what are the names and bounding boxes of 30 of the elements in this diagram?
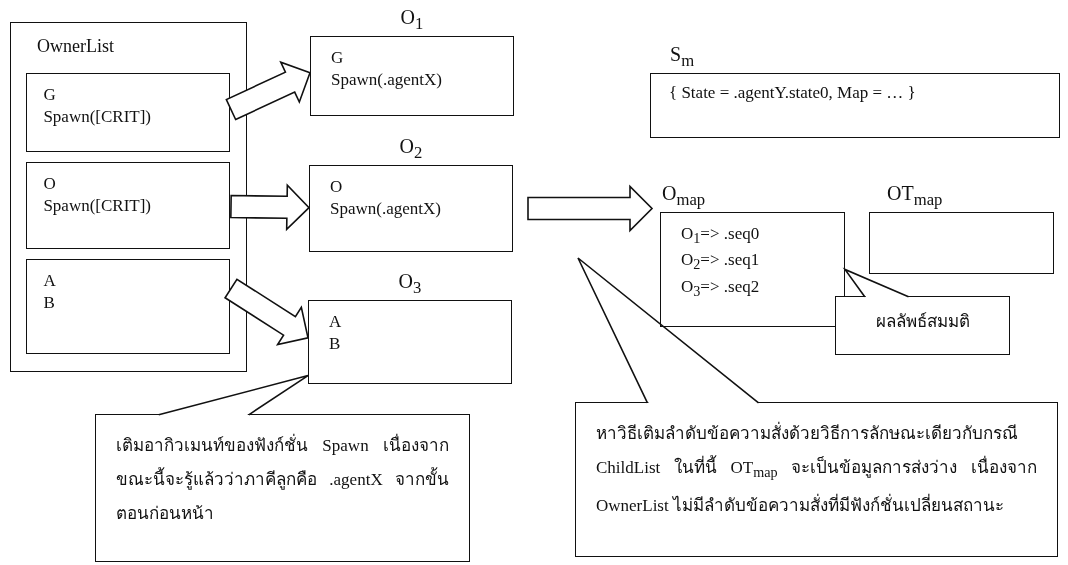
box-title: O$_{3}$ [397,269,423,299]
box-text: A [43,270,56,293]
block-arrow [230,183,311,232]
block-arrow [223,278,309,346]
box-text: G [43,84,57,107]
box-text: O$_{1}$=> .seq0 [681,223,760,249]
box-text: O [43,173,57,196]
callout-text: ผลลัพธ์สมมติ [874,311,971,333]
box-text: Spawn([CRIT]) [43,195,152,218]
box-text: Spawn(.agentX) [331,69,442,91]
box-text: O [330,176,344,198]
box-title: O$_{2}$ [398,134,424,164]
box-text: O$_{3}$=> .seq2 [681,275,760,302]
box-text: B [43,292,56,315]
box-title: OT$_{map}$ [887,181,943,211]
block-arrow [527,184,654,233]
callout-text: หาวิธีเติมลำดับข้อความสั่งด้วยวิธีการลักษณะเดียวกับกรณี ChildList ในที่นี้ OT$_{map}$ จะเป็นข้อมูลการส่งว่าง เนื่องจาก OwnerList ไม่มีลำดับข้อความสั่งที่มีฟังก์ชั่นเปลี่ยนสถานะ [596,417,1037,524]
box-text: B [329,333,342,355]
box-text: A [329,311,342,333]
box-title: O$_{1}$ [399,5,425,35]
box-text: O$_{2}$=> .seq1 [681,249,760,275]
box-title: O$_{map}$ [662,181,706,211]
box-text: { State = .agentY.state0, Map = … } [669,82,916,104]
block-arrow [225,60,312,121]
container-title: OwnerList [37,35,114,57]
box-text: Spawn(.agentX) [330,198,441,220]
callout-text: เติมอากิวเมนท์ของฟังก์ชั่น Spawn เนื่องจากขณะนี้จะรู้แล้วว่าภาคีลูกคือ .agentX จากขั้นตอนก่อนหน้า [116,429,449,531]
box-title: S$_{m}$ [670,42,695,72]
box-text: Spawn([CRIT]) [43,106,152,129]
box-text: G [331,47,345,69]
